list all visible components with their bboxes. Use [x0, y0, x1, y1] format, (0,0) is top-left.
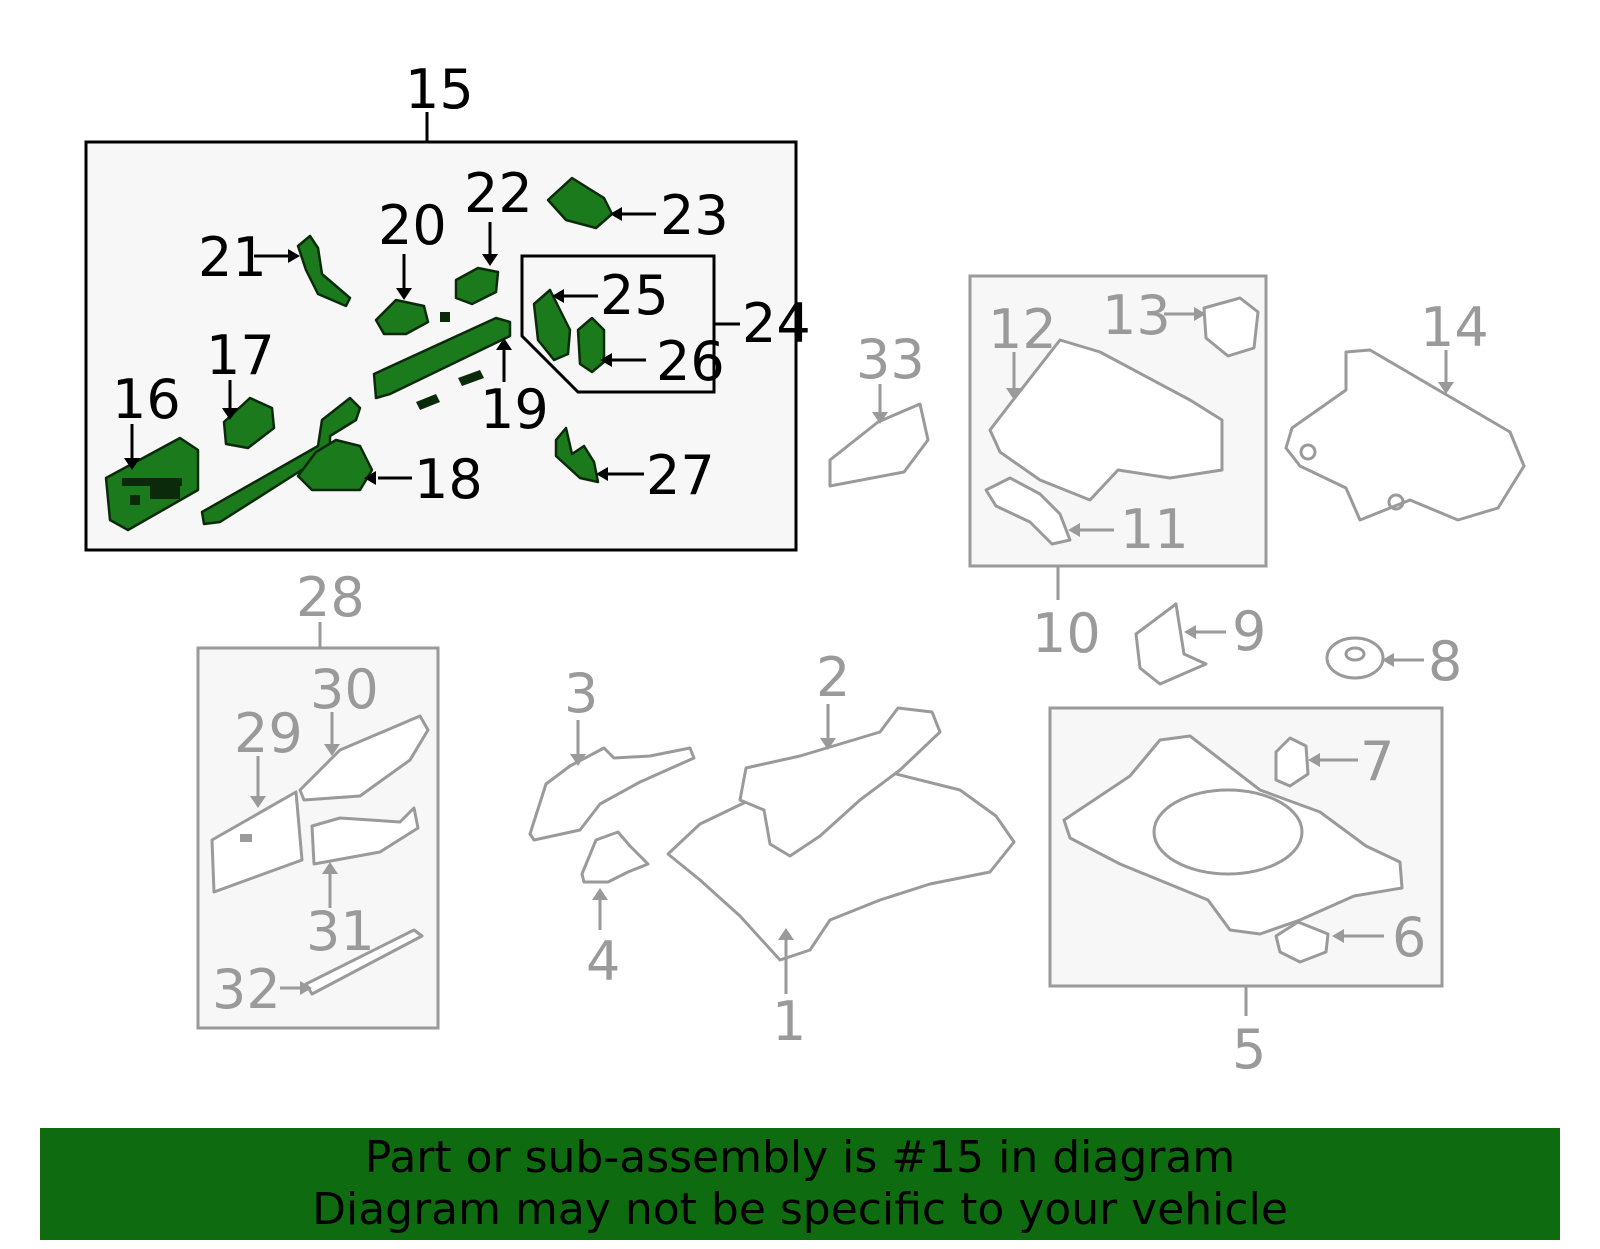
callout-32[interactable]: 32	[212, 958, 281, 1021]
callout-25[interactable]: 25	[600, 264, 669, 327]
callout-21[interactable]: 21	[198, 226, 267, 289]
banner-line-1: Part or sub-assembly is #15 in diagram	[364, 1132, 1236, 1183]
callout-7[interactable]: 7	[1360, 730, 1394, 793]
part-14[interactable]	[1284, 348, 1526, 522]
part-18[interactable]	[296, 438, 374, 492]
part-33[interactable]	[828, 402, 930, 488]
callout-11[interactable]: 11	[1120, 498, 1189, 561]
callout-28[interactable]: 28	[296, 566, 365, 629]
callout-20[interactable]: 20	[378, 194, 447, 257]
callout-18[interactable]: 18	[414, 448, 483, 511]
part-6[interactable]	[1274, 920, 1330, 964]
callout-5[interactable]: 5	[1232, 1018, 1266, 1081]
callout-19[interactable]: 19	[480, 378, 549, 441]
callout-3[interactable]: 3	[564, 662, 598, 725]
callout-31[interactable]: 31	[306, 900, 375, 963]
callout-4[interactable]: 4	[586, 930, 620, 993]
callout-22[interactable]: 22	[464, 162, 533, 225]
part-rail[interactable]	[200, 396, 362, 526]
callout-10[interactable]: 10	[1032, 602, 1101, 665]
group-24-box	[520, 254, 716, 394]
callout-6[interactable]: 6	[1392, 906, 1426, 969]
part-5-floor[interactable]	[1062, 734, 1404, 936]
callout-12[interactable]: 12	[988, 298, 1057, 361]
callout-27[interactable]: 27	[646, 444, 715, 507]
part-8[interactable]	[1325, 636, 1385, 680]
callout-8[interactable]: 8	[1428, 630, 1462, 693]
part-16[interactable]	[104, 436, 200, 532]
part-29[interactable]	[210, 790, 304, 894]
part-21[interactable]	[296, 234, 352, 308]
callout-15[interactable]: 15	[405, 58, 474, 121]
part-13[interactable]	[1202, 296, 1260, 358]
callout-29[interactable]: 29	[234, 702, 303, 765]
part-2[interactable]	[738, 706, 942, 858]
callout-26[interactable]: 26	[656, 330, 725, 393]
callout-33[interactable]: 33	[856, 328, 925, 391]
part-30[interactable]	[298, 714, 430, 802]
callout-13[interactable]: 13	[1102, 284, 1171, 347]
callout-16[interactable]: 16	[112, 368, 181, 431]
callout-1[interactable]: 1	[772, 990, 806, 1053]
part-17[interactable]	[222, 396, 276, 450]
banner-line-2: Diagram may not be specific to your vehi…	[312, 1184, 1288, 1235]
part-12[interactable]	[988, 338, 1224, 502]
part-7[interactable]	[1274, 736, 1310, 788]
callout-17[interactable]: 17	[206, 324, 275, 387]
callout-23[interactable]: 23	[660, 184, 729, 247]
part-9[interactable]	[1134, 602, 1208, 686]
notice-banner: Part or sub-assembly is #15 in diagram D…	[40, 1128, 1560, 1240]
part-32[interactable]	[304, 928, 424, 996]
callout-9[interactable]: 9	[1232, 600, 1266, 663]
part-4[interactable]	[580, 830, 650, 884]
callout-24[interactable]: 24	[742, 292, 811, 355]
part-27[interactable]	[554, 426, 600, 484]
part-31[interactable]	[310, 806, 420, 866]
callout-30[interactable]: 30	[310, 658, 379, 721]
part-20[interactable]	[374, 298, 430, 336]
part-22[interactable]	[454, 266, 500, 306]
part-3[interactable]	[528, 746, 696, 842]
part-25[interactable]	[532, 288, 572, 362]
callout-2[interactable]: 2	[816, 646, 850, 709]
part-26[interactable]	[576, 316, 606, 374]
part-11[interactable]	[984, 476, 1072, 546]
callout-14[interactable]: 14	[1420, 296, 1489, 359]
